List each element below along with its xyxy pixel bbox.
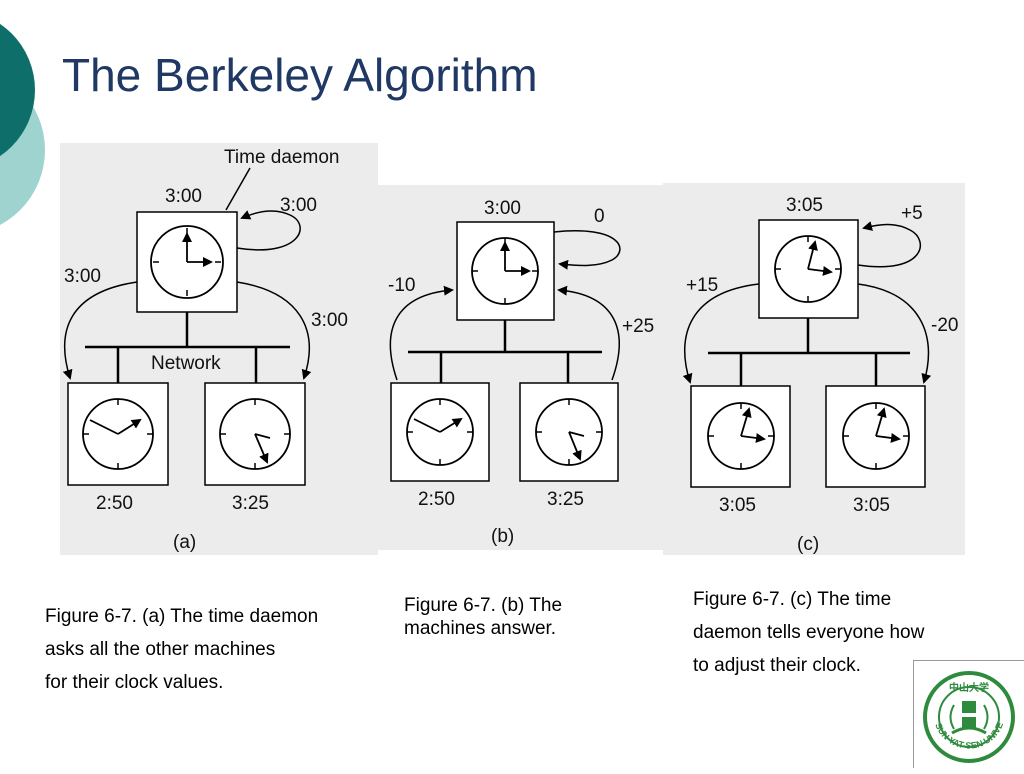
panel-b-loop-label: 0: [594, 206, 605, 227]
caption-a: Figure 6-7. (a) The time daemon asks all…: [45, 600, 318, 699]
slide-title: The Berkeley Algorithm: [62, 49, 538, 101]
caption-a-line: asks all the other machines: [45, 639, 276, 660]
panel-c-right-clock-icon: [842, 402, 910, 470]
panel-a-right-arrow-label: 3:00: [311, 310, 348, 331]
panel-c-daemon-clock-icon: [774, 235, 842, 303]
panel-c-label: (c): [797, 534, 819, 555]
caption-b-line: Figure 6-7. (b) The: [404, 595, 563, 616]
panel-a-left-clock-icon: [82, 398, 154, 470]
panel-a-daemon-clock-icon: [150, 225, 224, 299]
panel-b-daemon-clock-icon: [471, 237, 539, 305]
panel-b-right-client-time: 3:25: [547, 489, 584, 510]
panel-a: Time daemon 3:00 3:00 Network 3:00 3:00: [62, 147, 348, 553]
panel-c-right-arrow-label: -20: [931, 315, 958, 336]
panel-b-daemon-time: 3:00: [484, 198, 521, 219]
panel-b-right-arrow-label: +25: [622, 316, 654, 337]
time-daemon-label: Time daemon: [224, 147, 339, 168]
panel-a-right-clock-icon: [219, 398, 291, 470]
panel-b: 3:00 0 -10 +25: [388, 198, 654, 547]
caption-a-line: for their clock values.: [45, 672, 224, 693]
university-seal-icon: SUN YAT-SEN UNIVERSITY 中山大学: [911, 653, 1015, 763]
panel-a-right-client-time: 3:25: [232, 493, 269, 514]
panel-b-left-client-time: 2:50: [418, 489, 455, 510]
panel-c-right-client-time: 3:05: [853, 495, 890, 516]
panel-b-label: (b): [491, 526, 514, 547]
panel-a-loop-label: 3:00: [280, 195, 317, 216]
panel-c-loop-label: +5: [901, 203, 923, 224]
panel-c: 3:05 +5 +15 -20: [682, 195, 958, 555]
panel-a-label: (a): [173, 532, 196, 553]
caption-c-line: daemon tells everyone how: [693, 622, 925, 643]
caption-b-line: machines answer.: [404, 618, 557, 639]
caption-b: Figure 6-7. (b) The machines answer.: [404, 594, 562, 640]
panel-a-daemon-time: 3:00: [165, 186, 202, 207]
panel-a-left-client-time: 2:50: [96, 493, 133, 514]
caption-c-line: Figure 6-7. (c) The time: [693, 589, 892, 610]
university-logo: SUN YAT-SEN UNIVERSITY 中山大学: [911, 653, 1024, 768]
panel-c-left-client-time: 3:05: [719, 495, 756, 516]
panel-c-left-arrow-label: +15: [686, 275, 718, 296]
panel-b-left-clock-icon: [406, 398, 474, 466]
seal-chinese-text: 中山大学: [949, 681, 989, 694]
panel-b-right-clock-icon: [535, 398, 603, 466]
panel-c-daemon-time: 3:05: [786, 195, 823, 216]
panel-c-left-clock-icon: [707, 402, 775, 470]
panel-b-left-arrow-label: -10: [388, 275, 415, 296]
slide-accent-decoration: [0, 23, 45, 225]
caption-c: Figure 6-7. (c) The time daemon tells ev…: [693, 583, 924, 682]
caption-c-line: to adjust their clock.: [693, 655, 861, 676]
panel-a-left-arrow-label: 3:00: [64, 266, 101, 287]
network-label: Network: [151, 353, 221, 374]
caption-a-line: Figure 6-7. (a) The time daemon: [45, 606, 319, 627]
